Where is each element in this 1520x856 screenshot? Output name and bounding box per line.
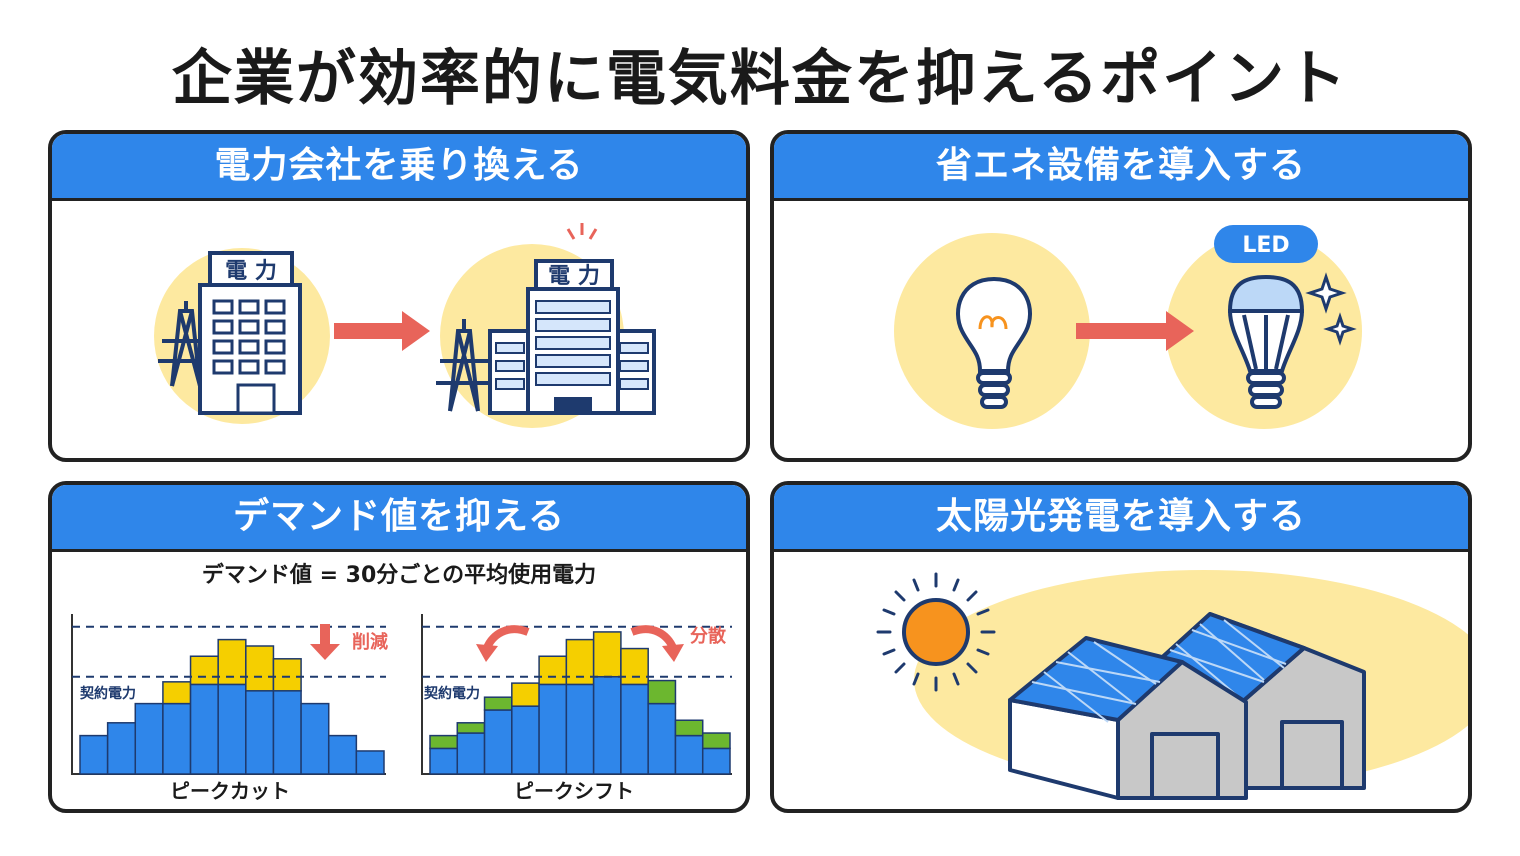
led-badge: LED	[1242, 233, 1289, 258]
reduce-label: 削減	[352, 631, 388, 653]
chart-bar	[429, 747, 459, 775]
chart-bar	[511, 705, 540, 775]
shift-label: 分散	[690, 625, 727, 647]
contract-label: 契約電力	[79, 685, 136, 702]
chart-bar	[538, 655, 568, 686]
arrow-down-icon	[310, 624, 340, 660]
warehouse-icon	[1008, 636, 1248, 800]
chart-bar	[592, 631, 622, 678]
filament-icon	[978, 315, 1008, 330]
chart-bar	[565, 683, 595, 775]
chart-bar	[483, 709, 513, 775]
panel-body: 電 力	[52, 201, 746, 458]
chart-bar	[620, 683, 649, 775]
led-badge-bg	[1214, 225, 1318, 263]
chart-bar	[355, 750, 385, 775]
panel-body: LED	[774, 201, 1468, 458]
chart-bar	[245, 690, 275, 775]
panel-body: デマンド値 = 30分ごとの平均使用電力 削減 分散 契約電力 契約電力 ピーク…	[52, 552, 746, 809]
chart-bar	[483, 696, 513, 711]
chart-bar	[189, 655, 219, 686]
chart-bar	[189, 683, 219, 775]
arrow-right-icon	[334, 311, 430, 351]
contract-label: 契約電力	[423, 685, 480, 702]
chart-bar	[592, 675, 622, 775]
chart-bar	[647, 702, 677, 775]
chart-bar	[456, 732, 486, 775]
chart-bar	[217, 683, 247, 775]
panel-demand-value: デマンド値を抑える デマンド値 = 30分ごとの平均使用電力 削減 分散 契約電…	[48, 481, 750, 813]
chart-bar	[620, 647, 649, 686]
chart-bar	[511, 682, 540, 707]
chart-bar	[300, 702, 330, 775]
chart-bar	[701, 732, 731, 750]
panel-switch-company: 電力会社を乗り換える	[48, 130, 750, 462]
panel-body	[774, 552, 1468, 809]
chart-caption: ピークカット	[170, 779, 290, 803]
sparkle-icon	[1305, 272, 1357, 346]
chart-bar	[429, 734, 459, 750]
arrow-right-icon	[1076, 311, 1194, 351]
chart-bar	[701, 747, 731, 775]
chart-bar	[134, 702, 164, 775]
building-sign: 電 力	[225, 259, 277, 284]
demand-definition: デマンド値 = 30分ごとの平均使用電力	[202, 562, 596, 588]
chart-bar	[106, 722, 137, 775]
peak-shift-chart	[421, 614, 732, 775]
chart-bar	[272, 658, 302, 692]
chart-bar	[162, 681, 192, 705]
chart-bar	[538, 683, 568, 775]
peak-cut-chart	[71, 614, 386, 775]
panel-title: 省エネ設備を導入する	[774, 134, 1468, 201]
chart-bar	[79, 734, 109, 775]
panel-title: デマンド値を抑える	[52, 485, 746, 552]
chart-caption: ピークシフト	[514, 779, 634, 803]
panel-energy-saving: 省エネ設備を導入する LED	[770, 130, 1472, 462]
panel-solar: 太陽光発電を導入する	[770, 481, 1472, 813]
building-sign: 電 力	[548, 264, 600, 289]
chart-bar	[272, 690, 302, 775]
chart-bar	[647, 679, 677, 705]
panel-title: 太陽光発電を導入する	[774, 485, 1468, 552]
chart-bar	[674, 734, 704, 775]
chart-bar	[674, 719, 704, 737]
chart-bar	[162, 702, 192, 775]
chart-bar	[565, 638, 595, 686]
power-pylon-icon	[436, 319, 492, 412]
sparkle-icon	[566, 223, 598, 240]
old-power-company-building-icon	[198, 251, 302, 415]
led-bulb-icon	[1227, 274, 1305, 409]
chart-bar	[245, 645, 275, 692]
page-title: 企業が効率的に電気料金を抑えるポイント	[171, 44, 1349, 114]
new-power-company-building-icon	[488, 259, 656, 415]
chart-bar	[327, 734, 358, 775]
panel-title: 電力会社を乗り換える	[52, 134, 746, 201]
chart-bar	[456, 722, 486, 734]
incandescent-bulb-icon	[956, 276, 1032, 409]
sun-icon	[876, 572, 996, 692]
